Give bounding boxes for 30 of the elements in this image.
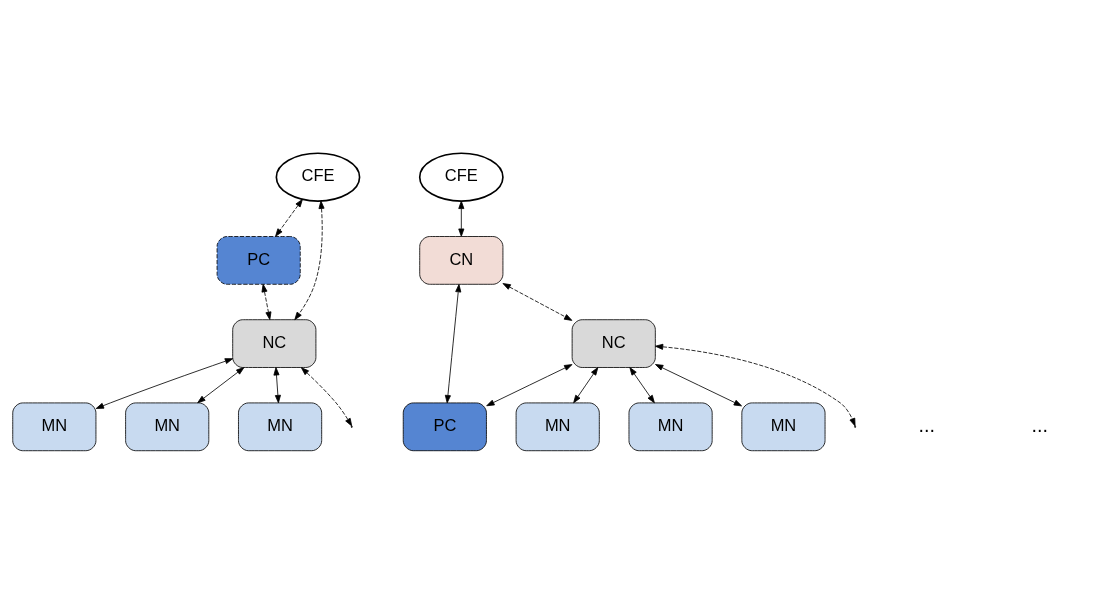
node-box: NC bbox=[232, 318, 317, 368]
arrow bbox=[502, 282, 573, 321]
node-box: MN bbox=[741, 402, 826, 451]
arrow bbox=[629, 366, 655, 403]
node-box: MN bbox=[238, 402, 323, 451]
node-ellipse: CFE bbox=[418, 151, 504, 202]
node-ellipse: CFE bbox=[275, 151, 361, 202]
arrow bbox=[655, 343, 856, 426]
node-box: MN bbox=[12, 402, 97, 451]
arrow bbox=[444, 283, 462, 403]
node-box: CN bbox=[419, 235, 504, 285]
arrow bbox=[573, 366, 599, 403]
arrow bbox=[197, 366, 245, 403]
arrow bbox=[95, 357, 234, 409]
label: ... bbox=[918, 413, 936, 436]
node-box: MN bbox=[515, 402, 600, 451]
node-box: NC bbox=[571, 318, 656, 368]
arrow bbox=[294, 200, 325, 320]
label: ... bbox=[1031, 413, 1048, 436]
arrow bbox=[301, 366, 353, 426]
node-box: MN bbox=[125, 402, 210, 451]
arrow bbox=[273, 366, 281, 403]
arrow bbox=[655, 363, 742, 406]
arrow bbox=[458, 200, 465, 237]
node-box: PC bbox=[216, 235, 301, 285]
arrow bbox=[486, 363, 573, 406]
node-box: MN bbox=[628, 402, 713, 451]
arrow bbox=[261, 283, 272, 320]
node-box: PC bbox=[402, 402, 487, 451]
arrow bbox=[275, 198, 303, 237]
